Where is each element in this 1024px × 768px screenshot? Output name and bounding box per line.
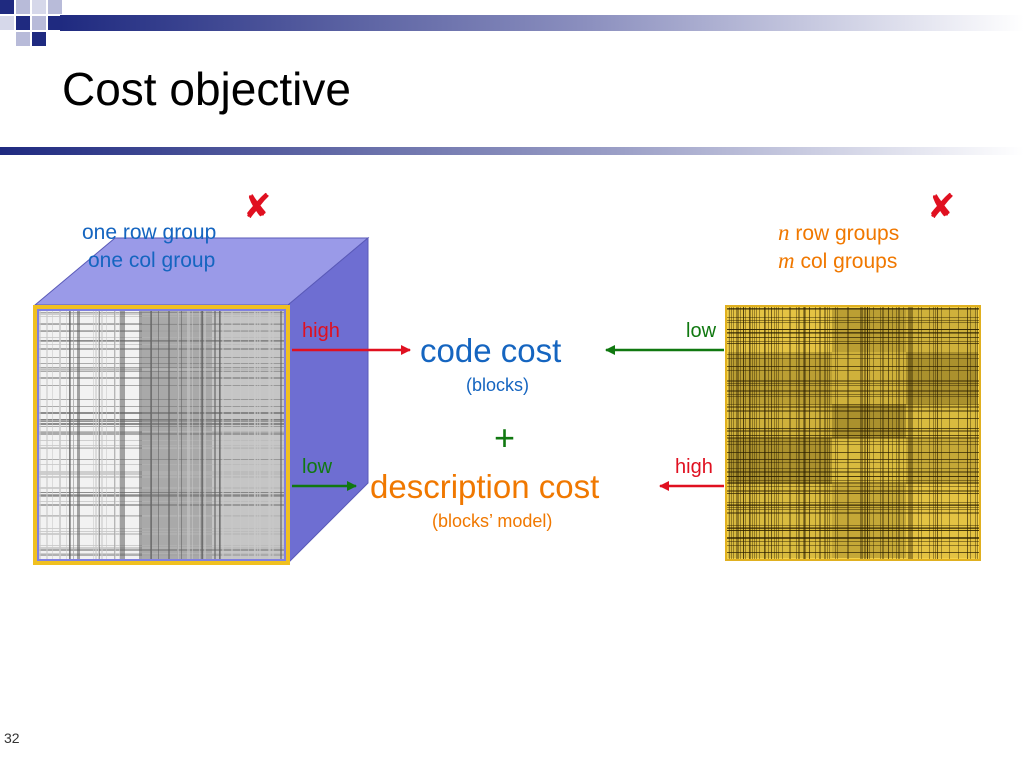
var-n: n [778, 220, 790, 245]
description-cost-sub: (blocks’ model) [432, 511, 553, 531]
code-cost-label: code cost [420, 332, 562, 369]
corner-squares [0, 0, 62, 46]
left-low-label: low [302, 456, 333, 478]
right-label-row-groups: n row groups [778, 219, 899, 248]
code-cost-sub: (blocks) [466, 375, 530, 395]
header-top-bar [60, 15, 1024, 31]
left-data-matrix [39, 311, 284, 559]
left-high-label: high [302, 320, 340, 342]
description-cost-label: description cost [370, 468, 600, 505]
slide-title: Cost objective [62, 63, 351, 115]
left-cube [33, 236, 370, 565]
left-label-row-groups: one row group [82, 221, 217, 244]
left-cross-icon: ✘ [243, 187, 272, 227]
right-data-matrix [727, 307, 979, 559]
header-bottom-bar [0, 147, 1024, 155]
row-groups-text: row groups [789, 222, 900, 245]
var-m: m [778, 248, 795, 273]
right-low-label: low [686, 320, 717, 342]
slide-number: 32 [4, 730, 20, 746]
right-cross-icon: ✘ [927, 187, 956, 227]
left-matrix-border [33, 305, 290, 565]
header-decoration [0, 0, 1024, 155]
right-high-label: high [675, 456, 713, 478]
col-groups-text: col groups [794, 250, 898, 273]
left-label-col-groups: one col group [88, 249, 216, 272]
right-matrix [725, 305, 981, 561]
plus-sign: + [494, 417, 516, 458]
right-label-col-groups: m col groups [778, 247, 897, 276]
